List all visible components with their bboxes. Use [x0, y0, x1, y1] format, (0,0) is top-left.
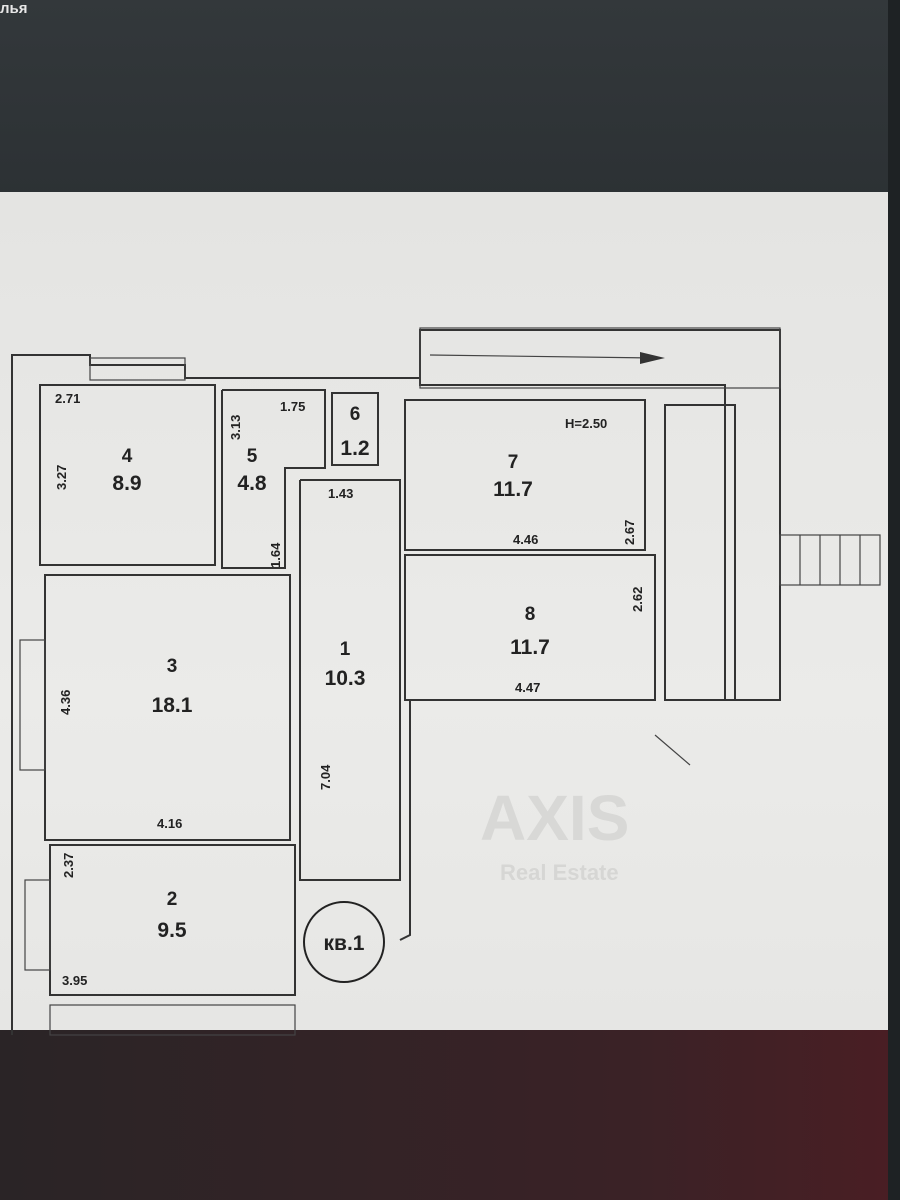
floor-plan-sheet	[0, 192, 890, 1037]
room-7-area: 11.7	[493, 478, 533, 501]
room-1-dim-width: 1.43	[328, 486, 353, 501]
room-8-dim-width: 4.47	[515, 680, 540, 695]
room-6-number: 6	[350, 404, 361, 425]
room-3-number: 3	[167, 656, 178, 677]
room-5-dim-c: 1.64	[268, 542, 283, 568]
room-1-number: 1	[340, 639, 351, 660]
screen-bottom	[0, 1030, 900, 1200]
room-7-dim-width: 4.46	[513, 532, 538, 547]
screen-edge	[888, 0, 900, 1200]
room-5-dim-b: 1.75	[280, 399, 305, 414]
corner-text: лья	[0, 0, 28, 17]
walls	[11, 327, 881, 1036]
screen-top-bar	[0, 0, 900, 200]
room-1-dim-length: 7.04	[318, 764, 333, 790]
room-4-dim-width: 2.71	[55, 391, 80, 406]
room-3-area: 18.1	[152, 694, 193, 717]
room-2-number: 2	[167, 889, 178, 910]
room-8-area: 11.7	[510, 636, 550, 659]
room-3-dim-width: 4.16	[157, 816, 182, 831]
room-6-area: 1.2	[340, 437, 369, 460]
apartment-marker	[303, 901, 385, 983]
room-1-area: 10.3	[325, 667, 366, 690]
room-8-number: 8	[525, 604, 536, 625]
room-2-area: 9.5	[157, 919, 187, 942]
room-5-area: 4.8	[237, 472, 267, 495]
room-8-dim-length: 2.62	[630, 587, 645, 612]
apartment-label: кв.1	[324, 932, 365, 955]
room-3-dim-length: 4.36	[58, 690, 73, 715]
watermark-subtitle: Real Estate	[500, 860, 619, 885]
room-7-number: 7	[508, 452, 519, 473]
room-4-area: 8.9	[112, 472, 141, 495]
watermark-logo: AXIS	[480, 782, 629, 854]
room-4-number: 4	[122, 446, 133, 467]
ceiling-height: H=2.50	[565, 416, 607, 431]
room-2-dim-length: 2.37	[61, 853, 76, 878]
room-7-dim-length: 2.67	[622, 520, 637, 545]
room-5-number: 5	[247, 446, 258, 467]
room-5-dim-a: 3.13	[228, 415, 243, 440]
room-2-dim-width: 3.95	[62, 973, 87, 988]
room-4-dim-length: 3.27	[54, 465, 69, 490]
